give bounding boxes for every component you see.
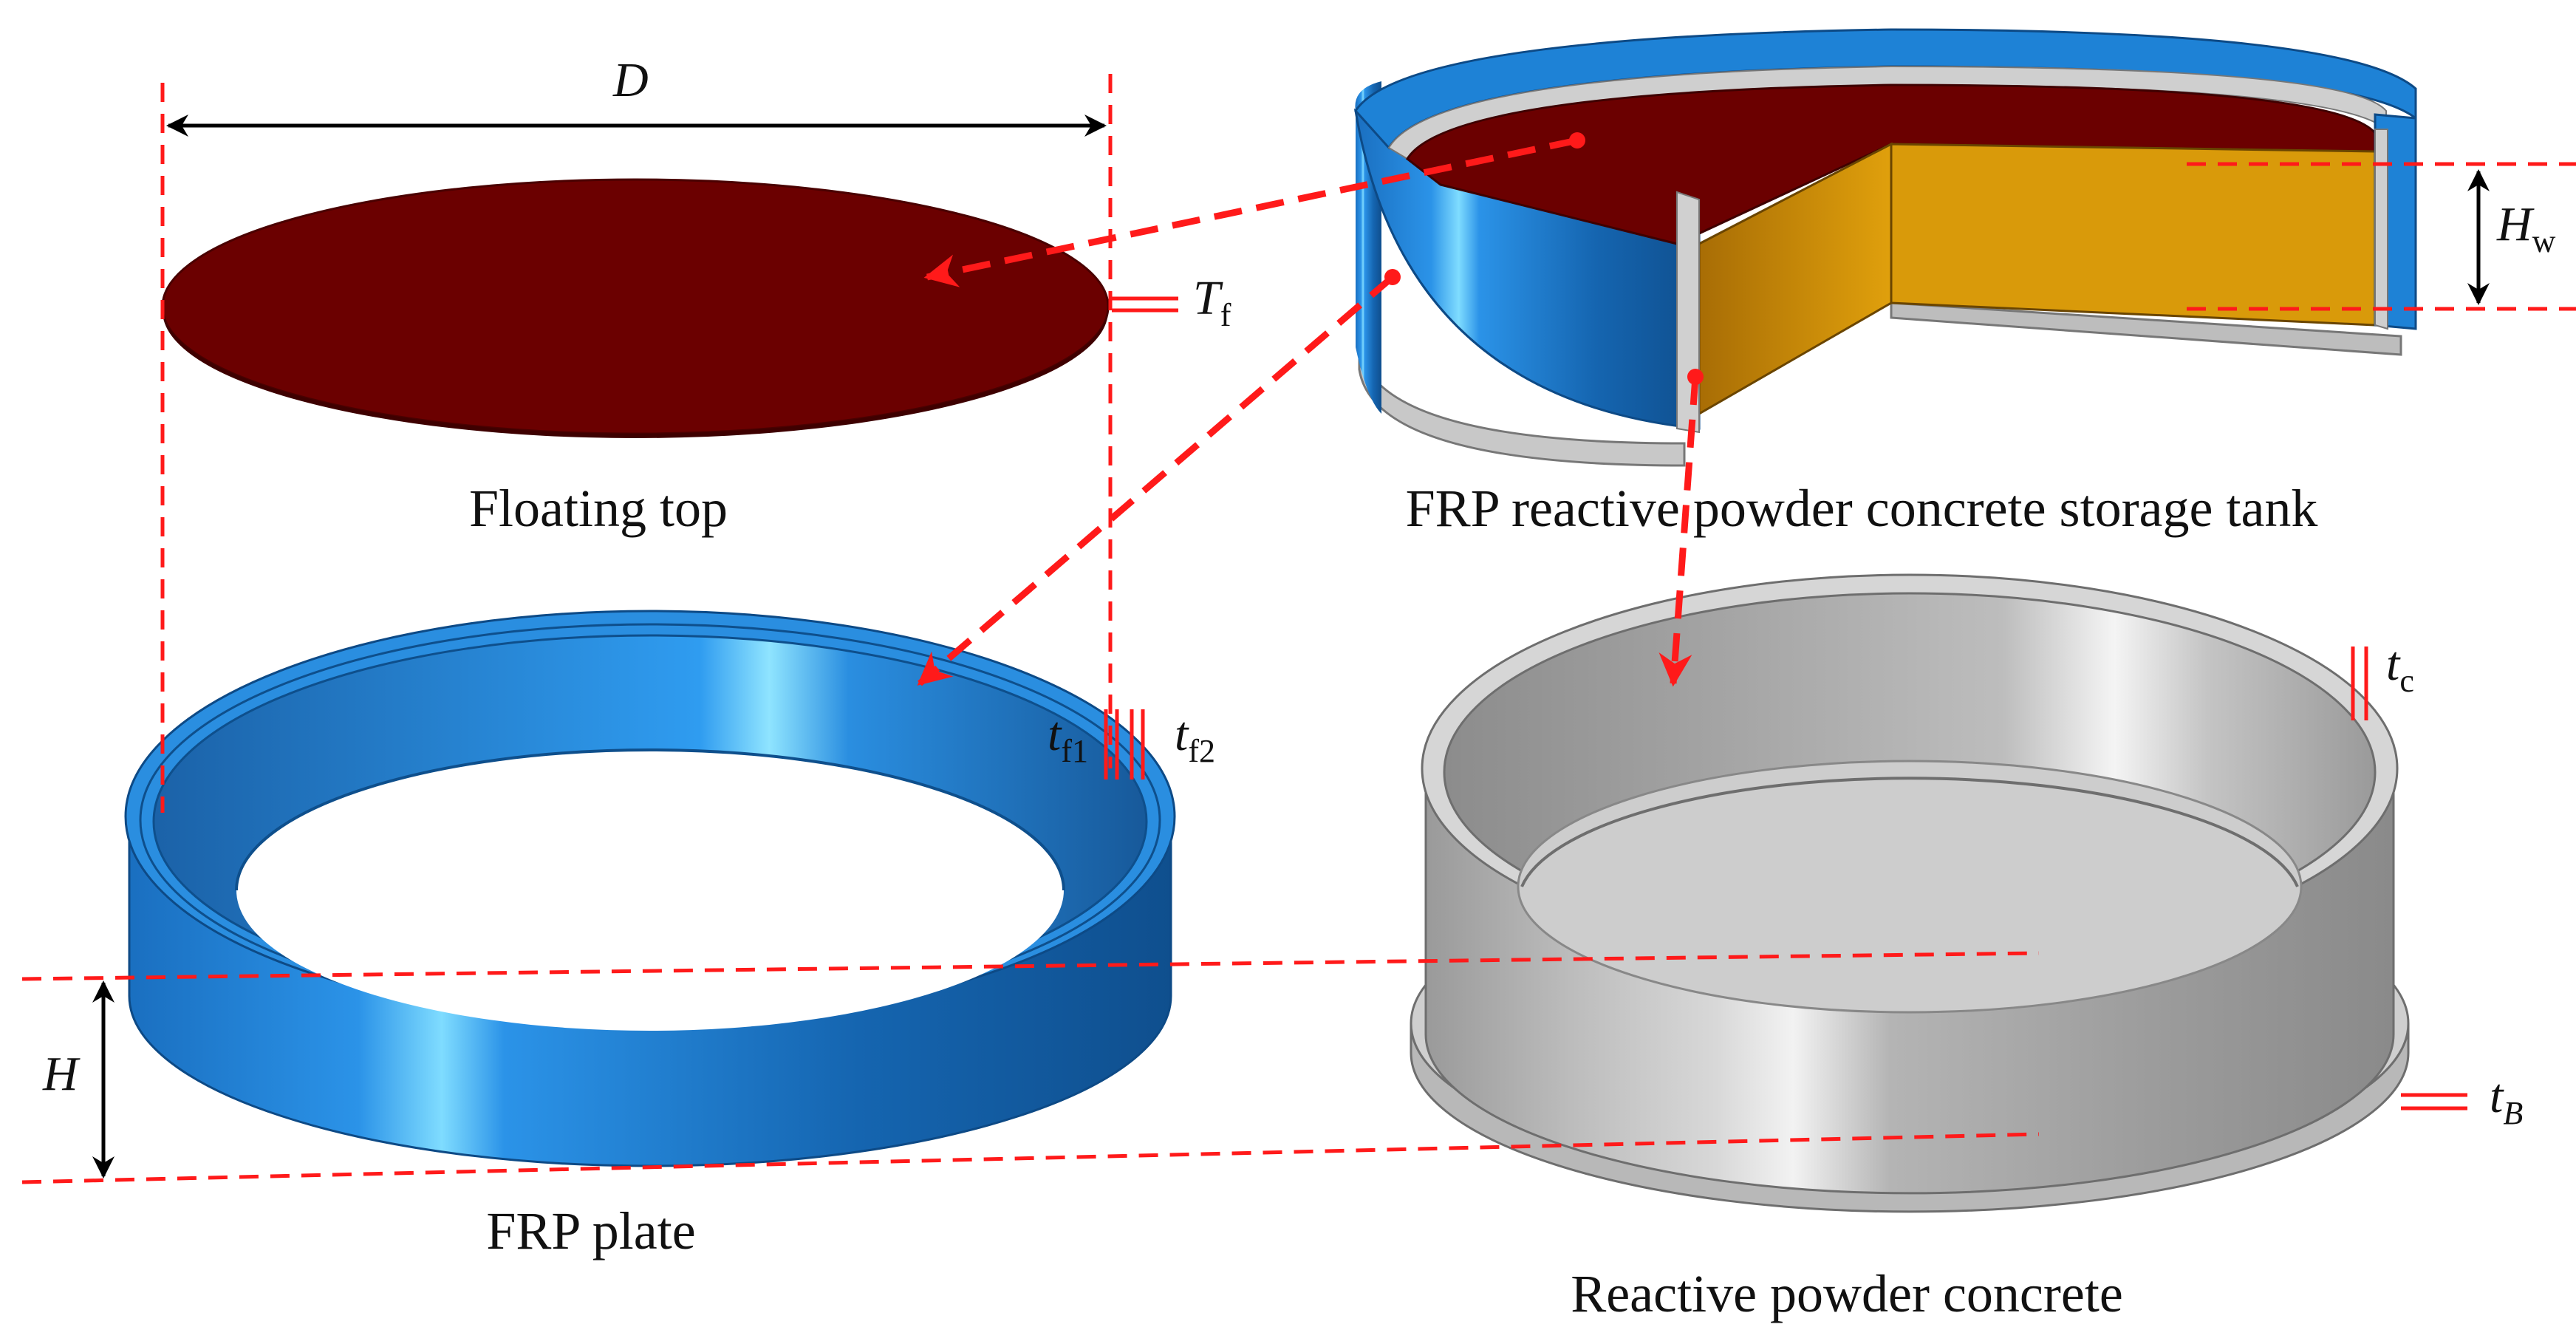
dim-tc-label: tc bbox=[2386, 637, 2414, 699]
dim-tB: tB bbox=[2401, 1069, 2523, 1131]
floating-top-group bbox=[161, 178, 1110, 438]
rpc-floor-highlight bbox=[1520, 777, 2299, 887]
tank-wall-slice-right-concrete bbox=[2374, 129, 2388, 330]
storage-tank-group bbox=[1353, 28, 2417, 467]
dim-H-label: H bbox=[42, 1047, 81, 1101]
dim-D: D bbox=[166, 53, 1107, 137]
dim-D-label: D bbox=[612, 53, 649, 107]
dim-tB-label: tB bbox=[2490, 1069, 2523, 1131]
dim-Tf: Tf bbox=[1112, 271, 1231, 333]
tank-base-right bbox=[1890, 301, 2402, 356]
tank-cut-face-right bbox=[1890, 143, 2377, 327]
dim-Tf-label: Tf bbox=[1193, 271, 1231, 333]
tank-liquid-surface bbox=[1406, 83, 2377, 245]
component-links bbox=[917, 132, 1704, 687]
caption-rpc: Reactive powder concrete bbox=[1571, 1264, 2123, 1323]
dim-Hw: Hw bbox=[2467, 169, 2556, 305]
dim-tf1-tf2: tf1 tf2 bbox=[1048, 707, 1215, 780]
ext-line-h-top bbox=[21, 951, 2040, 981]
dim-H: H bbox=[42, 980, 115, 1178]
caption-floating-top: Floating top bbox=[469, 479, 728, 538]
tank-concrete-base bbox=[1358, 347, 1686, 467]
rpc-group bbox=[1410, 573, 2410, 1213]
link-rpc-dot bbox=[1687, 369, 1704, 385]
caption-storage-tank: FRP reactive powder concrete storage tan… bbox=[1406, 479, 2318, 538]
link-rpc bbox=[1658, 376, 1699, 687]
floating-top-disc bbox=[161, 178, 1110, 435]
link-frp-plate-dot bbox=[1384, 269, 1401, 285]
ext-line-h-bottom bbox=[21, 1132, 2040, 1184]
caption-frp-plate: FRP plate bbox=[486, 1201, 695, 1261]
link-floating-top bbox=[923, 137, 1578, 287]
dim-tc: tc bbox=[2351, 637, 2414, 720]
extension-lines bbox=[21, 74, 2576, 1184]
dim-tf2-label: tf2 bbox=[1175, 707, 1215, 769]
frp-plate-opening bbox=[236, 750, 1064, 1031]
link-frp-plate bbox=[917, 274, 1395, 686]
dim-Hw-label: Hw bbox=[2496, 197, 2556, 259]
frp-plate-inner-lip bbox=[235, 748, 1065, 891]
frp-plate-group bbox=[124, 610, 1176, 1167]
dim-tf1-label: tf1 bbox=[1048, 707, 1088, 769]
link-floating-top-dot bbox=[1569, 132, 1585, 149]
rpc-interior-floor bbox=[1517, 760, 2303, 1014]
